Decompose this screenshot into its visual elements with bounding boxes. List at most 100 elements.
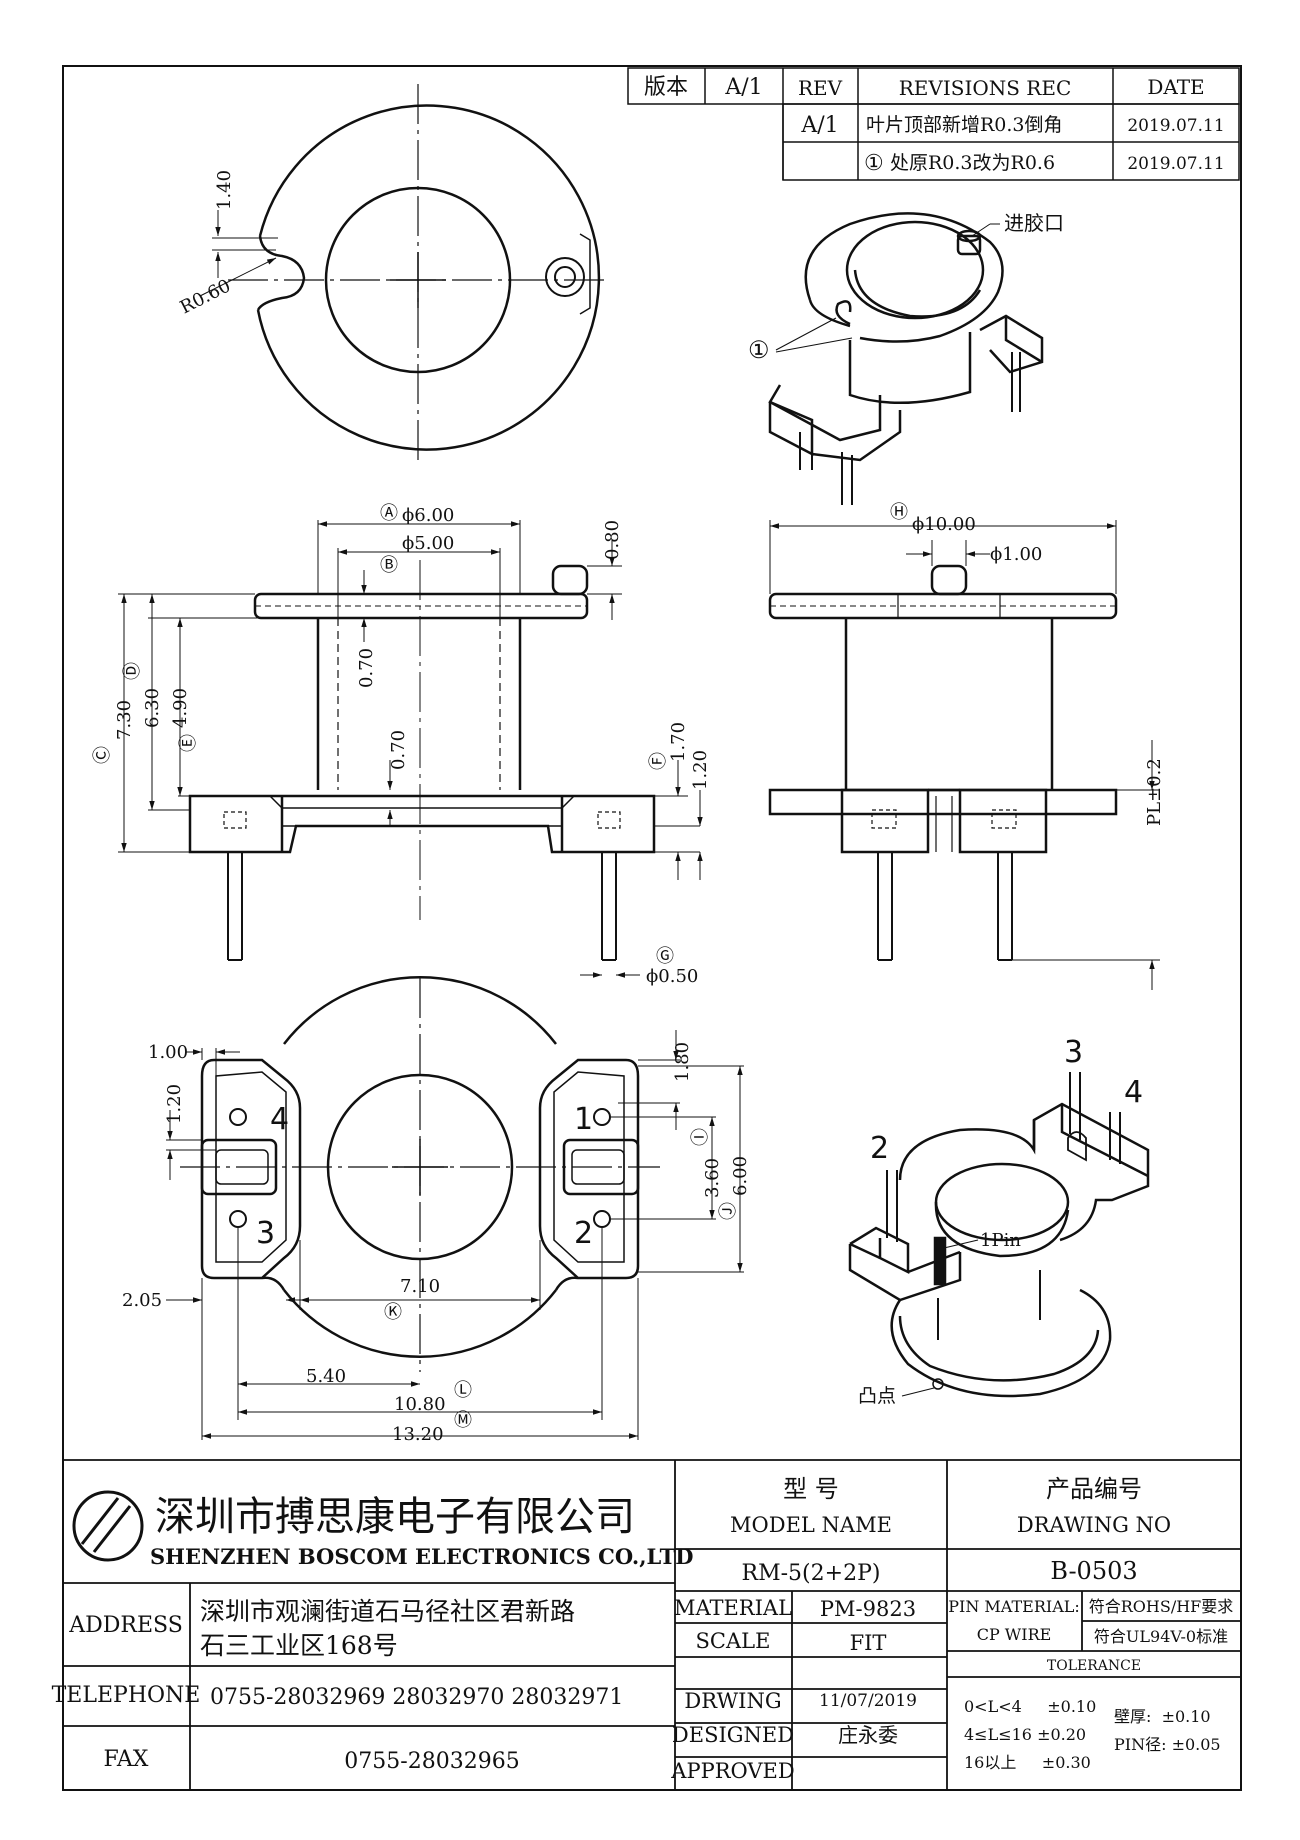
dim-slot: 1.20 [164,1084,185,1124]
marker-j: Ⓙ [718,1202,739,1220]
dim-pin: ϕ1.00 [990,544,1042,565]
marker-c: Ⓒ [92,746,113,764]
version-label: 版本 [644,75,688,100]
top-radius-dim: R0.60 [177,275,234,318]
dim-j: 6.00 [730,1156,751,1196]
marker-i: Ⓘ [690,1128,711,1146]
rev-row1-date: 2019.07.11 [1127,116,1224,136]
bottom-pin-1: 1 [574,1102,593,1137]
marker-l: Ⓛ [454,1380,472,1401]
dim-wall-top: 0.70 [356,648,377,688]
bottom-pin-4: 4 [270,1102,289,1137]
dim-e: 4.90 [170,688,191,728]
fax-value: 0755-28032965 [344,1749,519,1774]
side-view-dimensions [769,520,1160,990]
front-view [188,560,656,961]
marker-leader-2 [775,337,853,353]
dim-a: ϕ6.00 [402,505,454,526]
marker-d: Ⓓ [122,662,143,680]
rev-row2-date: 2019.07.11 [1127,154,1224,174]
wall-tolerance: 壁厚: ±0.10 [1114,1707,1211,1726]
iso-view-bottom [848,1072,1150,1398]
pin-material-label: PIN MATERIAL: [948,1597,1080,1616]
iso-view-top [768,212,1044,505]
dim-d: 6.30 [142,688,163,728]
iso-pin-2: 2 [870,1131,889,1166]
dim-pl: PL±0.2 [1144,758,1165,826]
version-value: A/1 [724,75,762,100]
designed-label: DESIGNED [672,1723,794,1747]
rev-row1-rec: 叶片顶部新增R0.3倒角 [866,114,1063,136]
material-value: PM-9823 [820,1597,916,1621]
address-line2: 石三工业区168号 [200,1631,398,1660]
dim-edge: 2.05 [122,1290,162,1311]
address-line1: 深圳市观澜街道石马径社区君新路 [200,1597,575,1626]
rev-row2-marker: ① [864,151,884,176]
drawing-date-label: DRWING [684,1689,781,1713]
marker-m: Ⓜ [454,1410,472,1431]
dim-i: 3.60 [702,1158,723,1198]
pin1-label: 1Pin [980,1230,1021,1251]
tolerance-row1: 0<L<4 ±0.10 [964,1697,1096,1716]
revision-table [627,67,1240,181]
dimple-leader [901,1387,935,1397]
tolerance-row3: 16以上 ±0.30 [964,1753,1091,1772]
top-notch-depth-dim: 1.40 [214,170,235,210]
dimple-label: 凸点 [858,1385,896,1407]
bottom-view-dimensions [166,1030,744,1440]
marker-leader-1 [775,317,837,351]
pin1-leader [943,1239,979,1249]
company-name-en: SHENZHEN BOSCOM ELECTRONICS CO.,LTD [150,1544,693,1569]
dim-b: ϕ5.00 [402,533,454,554]
dim-m: 13.20 [392,1424,444,1445]
side-view [768,564,1118,961]
designer-value: 庄永委 [838,1723,898,1747]
company-logo [72,1490,144,1562]
bottom-view [180,976,660,1372]
rev-header: REV [798,76,843,100]
compliance-ul: 符合UL94V-0标准 [1094,1627,1228,1646]
dim-pin-bump: 0.80 [602,520,623,560]
inlet-leader [971,223,991,237]
dim-base: 1.20 [690,750,711,790]
model-label-cn: 型 号 [783,1475,839,1503]
drawing-label-cn: 产品编号 [1046,1475,1142,1503]
scale-label: SCALE [696,1629,771,1653]
pin-diameter-tolerance: PIN径: ±0.05 [1114,1735,1221,1754]
dim-f: 1.70 [668,722,689,762]
dim-g: ϕ0.50 [646,966,698,987]
iso-pin-4: 4 [1124,1075,1143,1110]
iso-top-marker: ① [748,336,770,364]
telephone-value: 0755-28032969 28032970 28032971 [210,1685,623,1710]
approved-label: APPROVED [670,1759,794,1783]
dim-h: ϕ10.00 [912,514,976,535]
dim-half-pitch: 5.40 [306,1366,346,1387]
rev-row2-rec: 处原R0.3改为R0.6 [890,152,1055,174]
marker-h: Ⓗ [890,502,908,523]
model-value: RM-5(2+2P) [742,1561,881,1586]
marker-g: Ⓖ [656,946,674,967]
iso-pin-3: 3 [1064,1035,1083,1070]
compliance-rohs: 符合ROHS/HF要求 [1089,1597,1234,1616]
dim-wall-bottom: 0.70 [388,730,409,770]
scale-value: FIT [850,1631,887,1655]
company-name-cn: 深圳市搏思康电子有限公司 [155,1494,635,1540]
date-header: DATE [1147,75,1204,99]
dim-c: 7.30 [114,700,135,740]
address-label: ADDRESS [68,1613,183,1638]
fax-label: FAX [104,1747,149,1772]
drawing-no-value: B-0503 [1050,1557,1137,1585]
material-label: MATERIAL [674,1596,792,1620]
title-block-grid [63,1459,1241,1790]
drawing-label-en: DRAWING NO [1017,1513,1171,1537]
dim-k: 7.10 [400,1276,440,1297]
rev-row1-rev: A/1 [800,113,838,138]
tolerance-row2: 4≤L≤16 ±0.20 [964,1725,1086,1744]
dim-l: 10.80 [394,1394,446,1415]
bottom-pin-2: 2 [574,1216,593,1251]
marker-k: Ⓚ [384,1302,402,1323]
dim-top-edge: 1.80 [672,1042,693,1082]
model-label-en: MODEL NAME [730,1513,892,1537]
front-view-dimensions [118,520,703,978]
